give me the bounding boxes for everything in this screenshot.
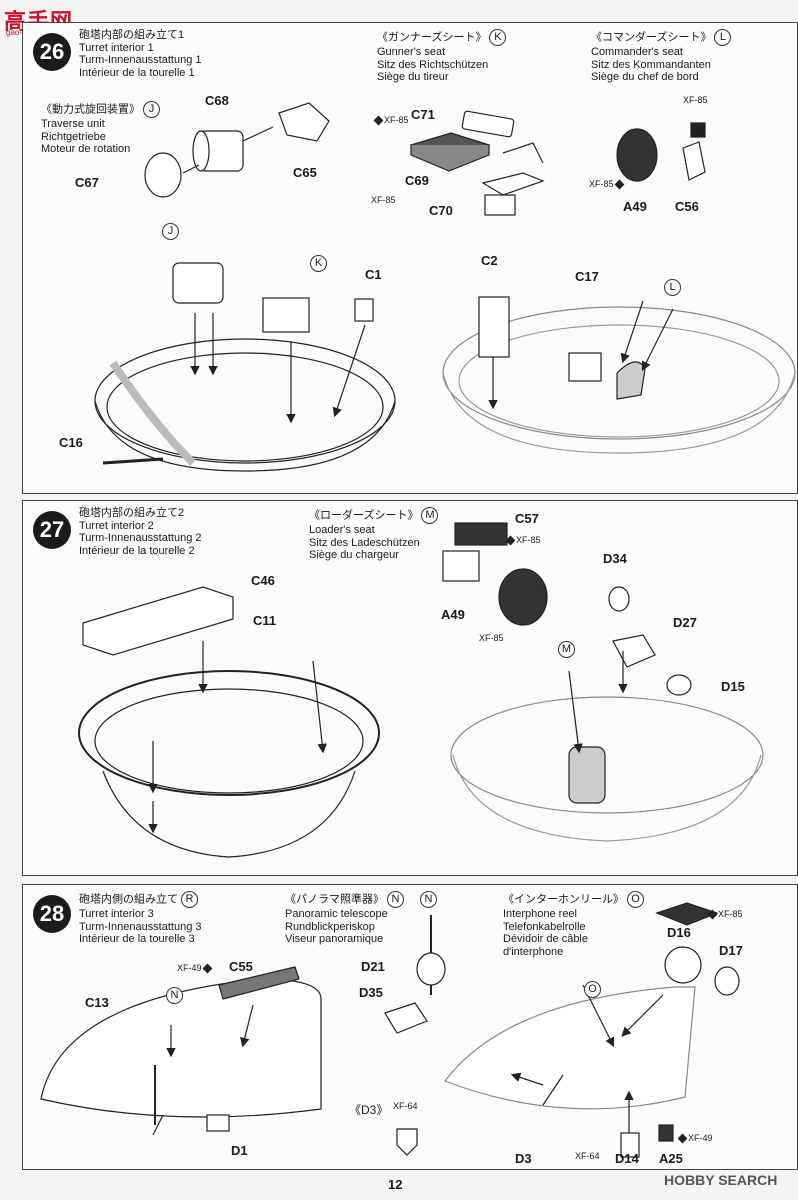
paint-dot-icon — [614, 179, 624, 189]
part-label: C16 — [59, 435, 83, 450]
step-number-badge: 28 — [33, 895, 71, 933]
subassembly-traverse-unit: 《動力式旋回装置》J Traverse unit Richtgetriebe M… — [41, 101, 160, 156]
assembly-mark: L — [664, 279, 681, 296]
paint-dot-icon — [677, 1133, 688, 1143]
part-label: C57 — [515, 511, 539, 526]
step-title: 砲塔内部の組み立て1 Turret interior 1 Turm-Innena… — [79, 29, 202, 79]
paint-callout: XF-49 — [177, 963, 212, 973]
part-label: C65 — [293, 165, 317, 180]
step-26-panel: 26 砲塔内部の組み立て1 Turret interior 1 Turm-Inn… — [22, 22, 798, 494]
subassembly-gunners-seat: 《ガンナーズシート》K Gunner's seat Sitz des Richt… — [377, 29, 507, 84]
part-label: C55 — [229, 959, 253, 974]
part-label: D21 — [361, 959, 385, 974]
part-label: C56 — [675, 199, 699, 214]
paint-callout: XF-85 — [589, 179, 624, 189]
part-label: D16 — [667, 925, 691, 940]
paint-dot-icon — [505, 535, 516, 545]
part-label: A49 — [441, 607, 465, 622]
part-label: D15 — [721, 679, 745, 694]
step-27-panel: 27 砲塔内部の組み立て2 Turret interior 2 Turm-Inn… — [22, 500, 798, 876]
assembly-mark: N — [166, 987, 183, 1004]
paint-dot-icon — [373, 115, 384, 125]
part-label: A49 — [623, 199, 647, 214]
subassembly-loaders-seat: 《ローダーズシート》M Loader's seat Sitz des Lades… — [309, 507, 439, 562]
d3-callout-title: 《D3》 — [349, 1103, 389, 1117]
step-26-drawing — [94, 102, 796, 472]
paint-callout: XF-64 — [393, 1101, 418, 1111]
part-label: D17 — [719, 943, 743, 958]
part-label: C1 — [365, 267, 382, 282]
paint-callout: XF-85 — [479, 633, 504, 643]
assembly-mark: J — [162, 223, 179, 240]
part-label: C17 — [575, 269, 599, 284]
paint-callout: XF-85 — [707, 909, 743, 919]
assembly-mark: M — [558, 641, 575, 658]
part-label: D35 — [359, 985, 383, 1000]
part-label: D27 — [673, 615, 697, 630]
step-title: 砲塔内部の組み立て2 Turret interior 2 Turm-Innena… — [79, 507, 202, 557]
step-27-drawing — [78, 522, 764, 858]
paint-callout: XF-85 — [505, 535, 541, 545]
step-number-badge: 27 — [33, 511, 71, 549]
paint-callout: XF-85 — [373, 115, 409, 125]
part-label: D1 — [231, 1143, 248, 1158]
part-label: C13 — [85, 995, 109, 1010]
part-label: D34 — [603, 551, 627, 566]
assembly-mark: O — [584, 981, 601, 998]
part-label: C2 — [481, 253, 498, 268]
watermark: HOBBY SEARCH — [664, 1172, 778, 1188]
part-label: D14 — [615, 1151, 639, 1166]
paint-dot-icon — [707, 909, 718, 919]
part-label: C71 — [411, 107, 435, 122]
paint-callout: XF-85 — [683, 95, 708, 105]
part-label: C67 — [75, 175, 99, 190]
subassembly-commanders-seat: 《コマンダーズシート》L Commander's seat Sitz des K… — [591, 29, 732, 84]
part-label: A25 — [659, 1151, 683, 1166]
paint-callout: XF-64 — [575, 1151, 600, 1161]
step-28-drawing — [40, 902, 740, 1158]
subassembly-interphone-reel: 《インターホンリール》O Interphone reel Telefonkabe… — [503, 891, 644, 958]
paint-callout: XF-49 — [677, 1133, 713, 1143]
assembly-mark: N — [420, 891, 437, 908]
paint-dot-icon — [202, 963, 212, 973]
assembly-mark: K — [310, 255, 327, 272]
subassembly-panoramic-telescope: 《パノラマ照準器》N Panoramic telescope Rundblick… — [285, 891, 404, 946]
part-label: C69 — [405, 173, 429, 188]
part-label: C70 — [429, 203, 453, 218]
part-label: C68 — [205, 93, 229, 108]
paint-callout: XF-85 — [371, 195, 396, 205]
page-number: 12 — [388, 1177, 403, 1192]
part-label: D3 — [515, 1151, 532, 1166]
part-label: C11 — [253, 613, 277, 628]
part-label: C46 — [251, 573, 275, 588]
step-number-badge: 26 — [33, 33, 71, 71]
